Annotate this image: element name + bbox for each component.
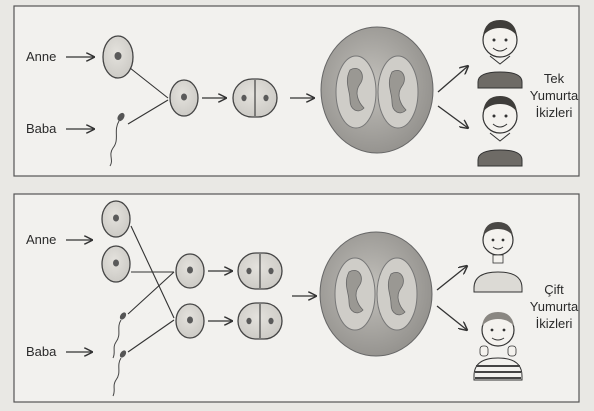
womb-twins-icon (321, 27, 433, 153)
zygote-icon (176, 254, 204, 288)
twin-type-label: Tek Yumurta İkizleri (523, 70, 585, 121)
egg-cell-icon (102, 201, 130, 237)
twin-type-label-line: Yumurta (523, 87, 585, 104)
twin-type-label: Çift Yumurta İkizleri (523, 281, 585, 332)
zygote-icon (170, 80, 198, 116)
mother-label: Anne (26, 49, 56, 64)
panel-fraternal-twins (14, 194, 579, 402)
zygote-icon (176, 304, 204, 338)
two-cell-embryo-icon (238, 253, 282, 289)
twin-type-label-line: Yumurta (523, 298, 585, 315)
panel-identical-twins (14, 6, 579, 176)
two-cell-embryo-icon (238, 303, 282, 339)
egg-cell-icon (103, 36, 133, 78)
father-label: Baba (26, 121, 56, 136)
egg-cell-icon (102, 246, 130, 282)
twin-type-label-line: Çift (523, 281, 585, 298)
womb-twins-icon (320, 232, 432, 356)
father-label: Baba (26, 344, 56, 359)
twin-type-label-line: Tek (523, 70, 585, 87)
twin-type-label-line: İkizleri (523, 315, 585, 332)
mother-label: Anne (26, 232, 56, 247)
twin-type-label-line: İkizleri (523, 104, 585, 121)
two-cell-embryo-icon (233, 79, 277, 117)
